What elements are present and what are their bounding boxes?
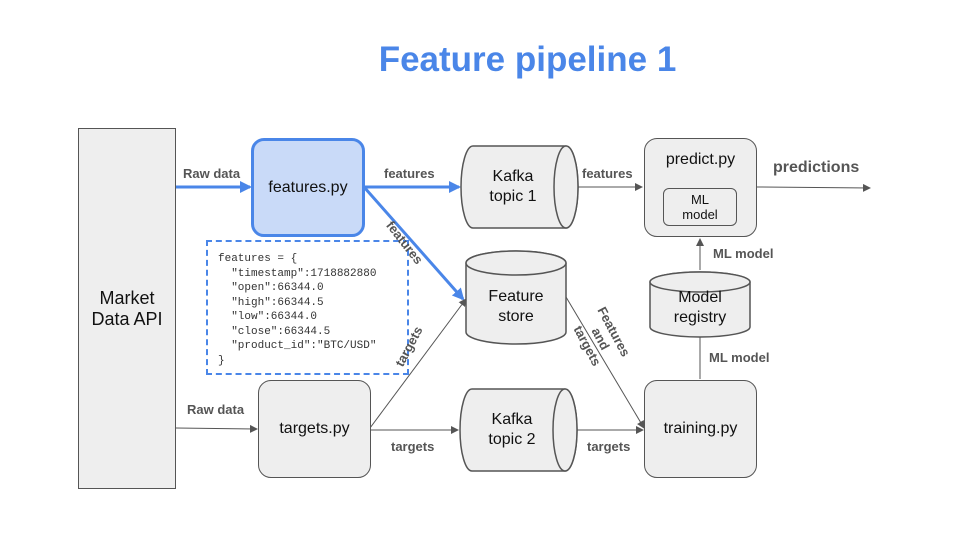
- targets-py-node: targets.py: [258, 380, 371, 478]
- market-data-api-label: Market Data API: [91, 287, 163, 329]
- edge-features-to-store: [362, 186, 465, 301]
- features-code-snippet: features = { "timestamp":1718882880 "ope…: [206, 240, 409, 375]
- label-registry-to-predict: ML model: [713, 246, 774, 261]
- label-raw-data-bottom: Raw data: [187, 402, 245, 417]
- label-training-to-registry: ML model: [709, 350, 770, 365]
- code-line: "timestamp":1718882880: [218, 267, 377, 280]
- training-py-node: training.py: [644, 380, 757, 478]
- kafka-topic-1-shape: [460, 145, 579, 229]
- label-predictions: predictions: [773, 159, 860, 176]
- kafka-topic-1-label-wrap: Kafka topic 1: [478, 165, 548, 209]
- edge-raw-data-bottom: [175, 424, 258, 433]
- edge-targets-to-store: [369, 298, 467, 429]
- diagram-title: Feature pipeline 1: [378, 40, 677, 79]
- edge-store-to-training: [565, 296, 645, 429]
- market-data-api-node: Market Data API: [78, 128, 176, 489]
- predict-py-label: predict.py: [665, 151, 736, 168]
- kafka-topic-1-label: Kafka topic 1: [489, 168, 537, 205]
- training-py-label: training.py: [663, 420, 738, 437]
- code-line: "high":66344.5: [218, 296, 324, 309]
- code-line: }: [218, 354, 225, 367]
- ml-model-inner-node: ML model: [663, 188, 737, 226]
- feature-store-label-wrap: Feature store: [476, 285, 556, 329]
- label-raw-data-top: Raw data: [183, 166, 241, 181]
- model-registry-label: Model registry: [673, 289, 727, 326]
- feature-store-shape: [465, 250, 567, 345]
- label-kafka1-to-predict: features: [582, 166, 633, 181]
- features-py-label: features.py: [268, 178, 348, 196]
- code-line: "low":66344.0: [218, 311, 318, 323]
- label-features-to-kafka1: features: [384, 166, 435, 181]
- code-line: features = {: [218, 253, 298, 265]
- model-registry-label-wrap: Model registry: [660, 286, 740, 330]
- kafka-topic-2-shape: [459, 388, 578, 472]
- edge-predictions: [755, 183, 871, 192]
- code-line: "product_id":"BTC/USD": [218, 340, 377, 352]
- feature-store-label: Feature store: [488, 288, 544, 325]
- code-line: "close":66344.5: [218, 325, 331, 338]
- ml-model-inner-label: ML model: [682, 192, 718, 222]
- model-registry-shape: [649, 271, 751, 338]
- features-py-node: features.py: [251, 138, 365, 237]
- code-line: "open":66344.0: [218, 282, 324, 294]
- label-targets-to-kafka2: targets: [391, 439, 435, 454]
- kafka-topic-2-label-wrap: Kafka topic 2: [477, 408, 547, 452]
- kafka-topic-2-label: Kafka topic 2: [488, 411, 536, 448]
- label-kafka2-to-training: targets: [587, 439, 631, 454]
- targets-py-label: targets.py: [279, 420, 350, 437]
